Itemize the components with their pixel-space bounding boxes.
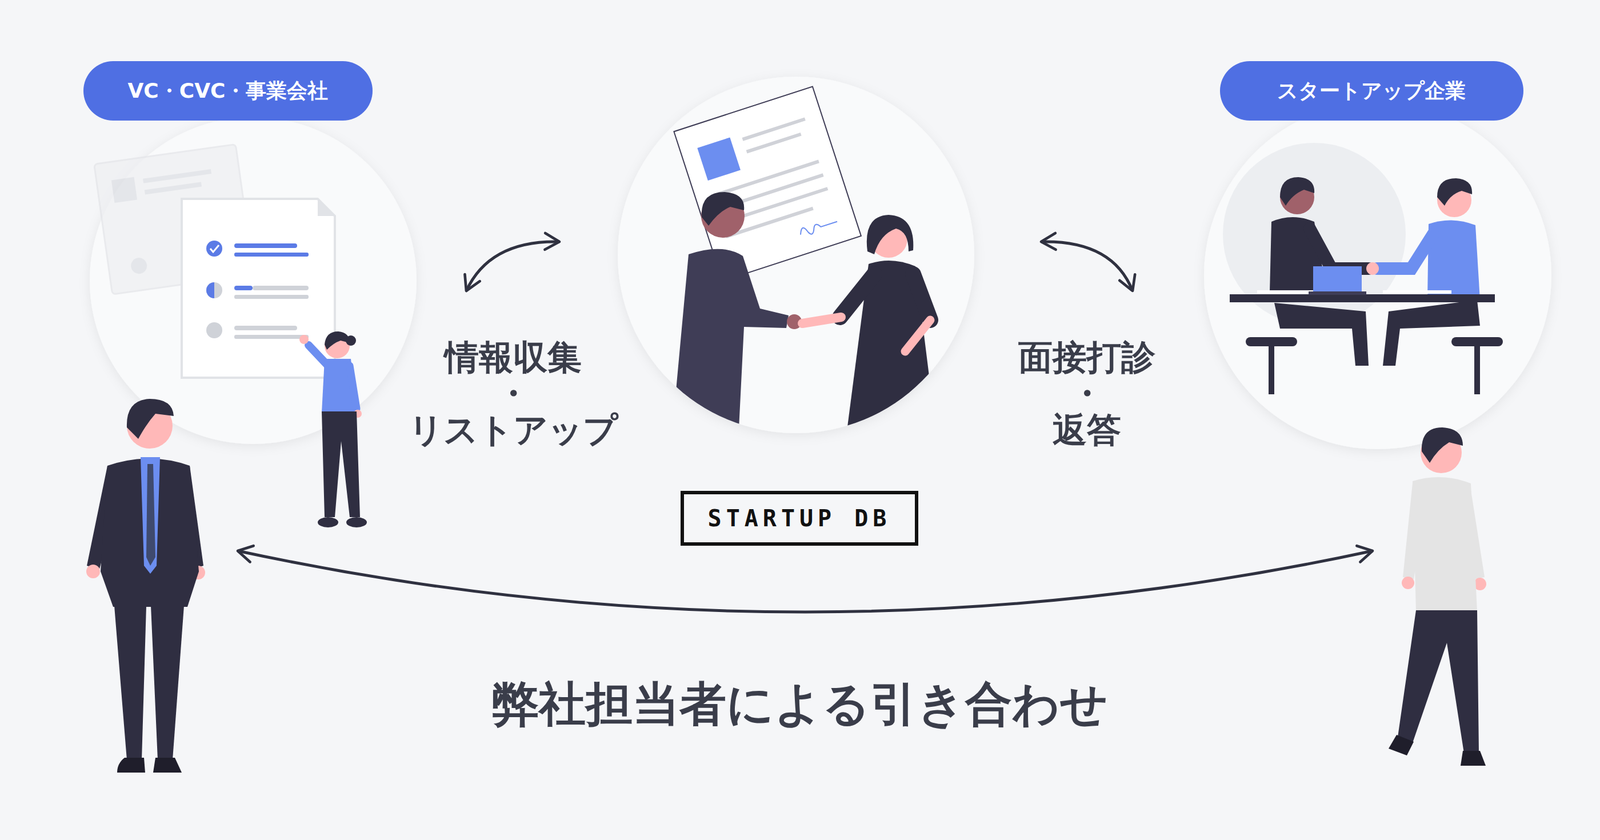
arrow-label: 面接打診 bbox=[1018, 336, 1156, 378]
node-text: VC・CVC・事業会社 bbox=[128, 77, 329, 106]
node-text: STARTUP DB bbox=[708, 505, 892, 532]
flow-arrow bbox=[1041, 241, 1133, 291]
separator-dot: ・ bbox=[496, 372, 531, 414]
scene-circle bbox=[1204, 101, 1552, 450]
node-text: スタートアップ企業 bbox=[1277, 77, 1466, 106]
woman-figure bbox=[299, 331, 367, 528]
scene-circle bbox=[89, 117, 417, 444]
handshake-scene bbox=[671, 86, 938, 440]
arrow-label: 情報収集 bbox=[444, 336, 582, 378]
arrow-label: 返答 bbox=[1052, 409, 1122, 451]
introduction-arrow bbox=[237, 550, 1373, 612]
document-icons bbox=[94, 144, 335, 378]
category-pill: スタートアップ企業 bbox=[1220, 61, 1524, 121]
separator-dot: ・ bbox=[1069, 372, 1104, 414]
startup-person-figure bbox=[1388, 427, 1487, 766]
bottom-caption-label: 弊社担当者による引き合わせ bbox=[492, 676, 1108, 732]
arrow-label: リストアップ bbox=[408, 409, 618, 451]
businessman-figure bbox=[86, 398, 206, 773]
logo-box: STARTUP DB bbox=[680, 490, 919, 546]
meeting-scene bbox=[1222, 142, 1503, 395]
flow-arrow bbox=[466, 241, 560, 291]
category-pill: VC・CVC・事業会社 bbox=[83, 61, 373, 121]
